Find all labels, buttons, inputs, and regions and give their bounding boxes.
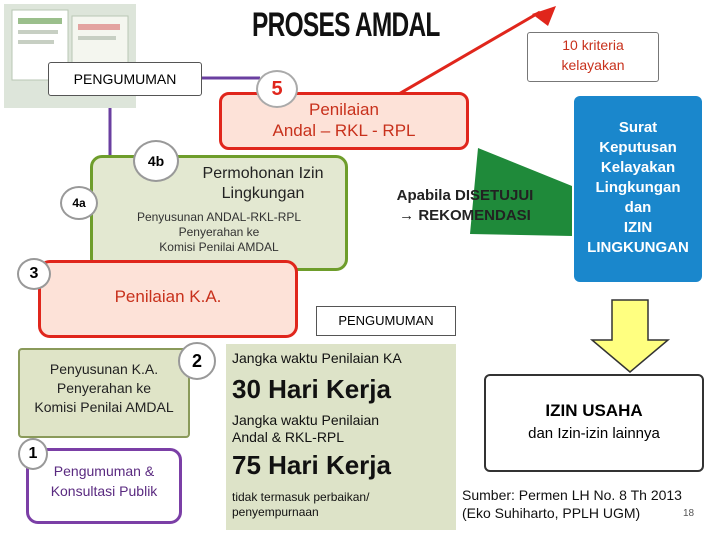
surat-line-3: Kelayakan bbox=[600, 159, 676, 176]
surat-line-2: Keputusan bbox=[599, 139, 677, 156]
step4b-badge: 4b bbox=[133, 140, 179, 182]
andal-duration-label-1: Jangka waktu Penilaian bbox=[232, 412, 380, 428]
step2-badge: 2 bbox=[178, 342, 216, 380]
penyusunan-andal-line-3: Komisi Penilai AMDAL bbox=[159, 240, 279, 254]
step4-permohonan-box: Permohonan Izin Lingkungan Penyusunan AN… bbox=[90, 155, 348, 271]
step2-penyusunan-ka: Penyusunan K.A. Penyerahan ke Komisi Pen… bbox=[18, 348, 190, 438]
source-citation: Sumber: Permen LH No. 8 Th 2013 (Eko Suh… bbox=[462, 486, 720, 522]
kriteria-line-1: 10 kriteria bbox=[562, 37, 624, 53]
publik-line-2: Konsultasi Publik bbox=[50, 483, 158, 499]
surat-line-6: IZIN bbox=[623, 219, 653, 236]
kriteria-box: 10 kriteria kelayakan bbox=[527, 32, 659, 82]
step3-penilaian-ka: Penilaian K.A. bbox=[38, 260, 298, 338]
andal-duration-value: 75 Hari Kerja bbox=[232, 450, 391, 480]
page-number: 18 bbox=[683, 508, 695, 519]
permohonan-line-1: Permohonan Izin bbox=[202, 165, 324, 182]
step3-badge: 3 bbox=[17, 258, 51, 290]
surat-keputusan-scroll: Surat Keputusan Kelayakan Lingkungan dan… bbox=[574, 96, 702, 282]
surat-line-7: LINGKUNGAN bbox=[587, 239, 689, 256]
step1-konsultasi-publik: Pengumuman & Konsultasi Publik bbox=[26, 448, 182, 524]
apabila-line-2: → REKOMENDASI bbox=[399, 207, 531, 224]
andal-line-1: Penilaian bbox=[309, 100, 379, 119]
approval-note: Apabila DISETUJUI → REKOMENDASI bbox=[375, 186, 555, 226]
penyusunan-ka-line-3: Komisi Penilai AMDAL bbox=[34, 399, 174, 415]
sumber-line-2: (Eko Suhiharto, PPLH UGM) bbox=[462, 505, 641, 521]
pengumuman-mid-label: PENGUMUMAN bbox=[316, 306, 456, 336]
note-line-2: penyempurnaan bbox=[232, 505, 319, 519]
apabila-line-1: Apabila DISETUJUI bbox=[396, 187, 534, 204]
penyusunan-andal-line-1: Penyusunan ANDAL-RKL-RPL bbox=[136, 210, 302, 224]
pengumuman-top-label: PENGUMUMAN bbox=[48, 62, 202, 96]
penyusunan-ka-line-1: Penyusunan K.A. bbox=[49, 361, 159, 377]
surat-line-5: dan bbox=[624, 199, 652, 216]
penyusunan-andal-line-2: Penyerahan ke bbox=[178, 225, 260, 239]
step5-penilaian-andal: Penilaian Andal – RKL - RPL bbox=[219, 92, 469, 150]
andal-duration-label-2: Andal & RKL-RPL bbox=[232, 429, 345, 445]
note-line-1: tidak termasuk perbaikan/ bbox=[232, 490, 370, 504]
surat-line-1: Surat bbox=[618, 119, 658, 136]
permohonan-line-2: Lingkungan bbox=[221, 185, 305, 202]
surat-line-4: Lingkungan bbox=[595, 179, 681, 196]
ka-duration-label: Jangka waktu Penilaian KA bbox=[232, 350, 402, 366]
step4a-badge: 4a bbox=[60, 186, 98, 220]
penilaian-ka-label: Penilaian K.A. bbox=[114, 287, 222, 306]
kriteria-line-2: kelayakan bbox=[561, 57, 625, 73]
page-title: PROSES AMDAL bbox=[252, 6, 440, 44]
izin-usaha-title: IZIN USAHA bbox=[545, 401, 643, 420]
penyusunan-ka-line-2: Penyerahan ke bbox=[56, 380, 152, 396]
izin-usaha-sub: dan Izin-izin lainnya bbox=[528, 425, 660, 442]
step1-badge: 1 bbox=[18, 438, 48, 470]
andal-line-2: Andal – RKL - RPL bbox=[272, 121, 416, 140]
izin-usaha-box: IZIN USAHA dan Izin-izin lainnya bbox=[484, 374, 704, 472]
step5-badge: 5 bbox=[256, 70, 298, 108]
publik-line-1: Pengumuman & bbox=[53, 463, 155, 479]
jangka-waktu-panel: Jangka waktu Penilaian KA 30 Hari Kerja … bbox=[226, 344, 456, 530]
sumber-line-1: Sumber: Permen LH No. 8 Th 2013 bbox=[462, 487, 682, 503]
ka-duration-value: 30 Hari Kerja bbox=[232, 374, 391, 404]
